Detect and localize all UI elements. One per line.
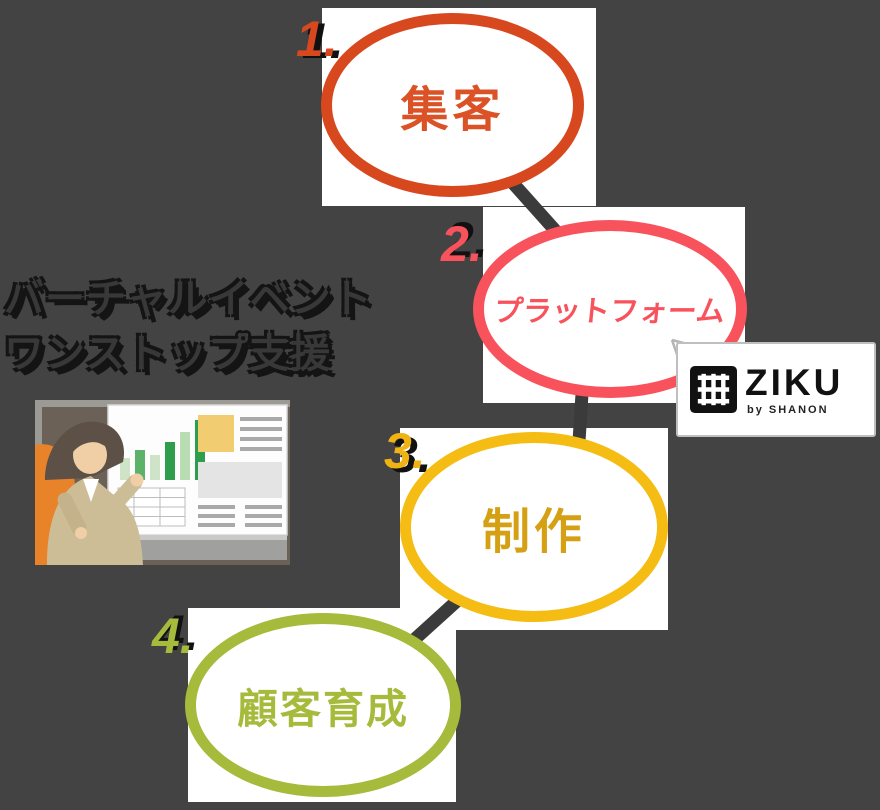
presenter-person	[45, 421, 144, 565]
step-number-4: 4.	[152, 608, 194, 664]
ziku-grid-icon	[690, 366, 737, 413]
page-title-line-1: バーチャルイベント	[4, 277, 373, 321]
screen-image-block	[198, 415, 234, 452]
screen-text-lines-top	[240, 417, 282, 451]
step-label-4: 顧客育成	[237, 686, 409, 732]
step-label-3: 制作	[481, 506, 586, 559]
page-title: バーチャルイベント ワンストップ支援	[4, 272, 373, 382]
step-ellipse-1: 集客	[321, 13, 584, 197]
step-label-2: プラットフォーム	[492, 296, 727, 328]
step-label-1: 集客	[400, 84, 505, 137]
page-title-line-2: ワンストップ支援	[4, 332, 332, 376]
step-ellipse-3: 制作	[400, 432, 668, 622]
step-number-2: 2.	[441, 216, 483, 272]
ziku-logo-badge: ZIKU by SHANON	[676, 342, 876, 437]
presenter-illustration	[35, 400, 290, 565]
step-number-1: 1.	[296, 11, 338, 67]
ziku-brand-text: ZIKU	[745, 361, 844, 403]
step-ellipse-4: 顧客育成	[185, 613, 461, 797]
ziku-sub-text: by SHANON	[747, 403, 829, 416]
screen-text-lines-bottom	[198, 505, 282, 527]
screen-gray-panel	[198, 462, 282, 498]
step-number-3: 3.	[384, 423, 426, 479]
